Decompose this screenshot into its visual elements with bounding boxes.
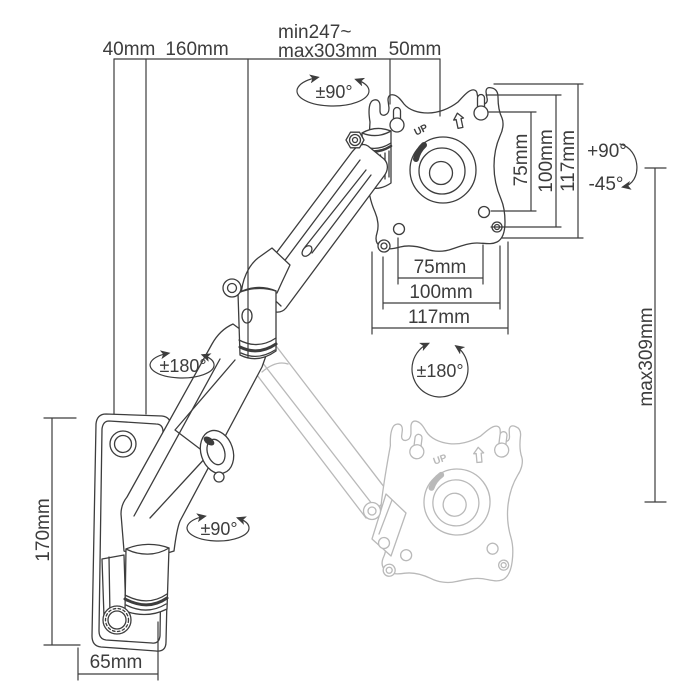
- rotate-elbow-arrow: [149, 350, 215, 379]
- label-160mm: 160mm: [165, 39, 228, 60]
- label-vesa117-v: 117mm: [558, 130, 579, 192]
- label-65mm: 65mm: [90, 652, 143, 673]
- label-rotate-plate: ±180°: [416, 361, 463, 381]
- ghost-plate-joint: [362, 493, 407, 557]
- ghost-lowered-position: [243, 337, 529, 591]
- label-max303: max303mm: [278, 41, 377, 62]
- swivel-top-arrow: [296, 74, 370, 107]
- label-tilt-up: +90°: [587, 141, 627, 162]
- vesa-horizontal-dimensions: [371, 237, 509, 335]
- lower-arm: [120, 323, 269, 557]
- elbow-shroud: [240, 247, 291, 297]
- label-vesa75-h: 75mm: [414, 257, 467, 278]
- label-vesa75-v: 75mm: [511, 134, 532, 187]
- ghost-gas-spring-arm: [243, 337, 392, 519]
- label-40mm: 40mm: [103, 39, 156, 60]
- label-vesa100-h: 100mm: [409, 282, 472, 303]
- dimension-annotations: [43, 58, 667, 681]
- base-swivel-collar: [101, 543, 170, 635]
- label-tilt-down: -45°: [588, 174, 623, 195]
- label-170mm: 170mm: [33, 498, 54, 561]
- label-rotate-elbow: ±180°: [159, 356, 206, 376]
- label-vesa117-h: 117mm: [408, 307, 470, 328]
- wall-plate-dimensions: [43, 417, 159, 681]
- label-50mm: 50mm: [389, 39, 442, 60]
- tilt-arrow: [619, 143, 638, 190]
- labels: 40mm 160mm min247~ max303mm 50mm ±90° 75…: [33, 22, 657, 673]
- label-max309: max309mm: [636, 307, 657, 406]
- mount-arm-artwork: [91, 88, 505, 652]
- vesa-vertical-dimensions: [485, 83, 584, 239]
- vesa-joint-bolt: [345, 131, 365, 149]
- ghost-vesa-plate: [373, 411, 529, 591]
- height-dimension: [644, 167, 667, 503]
- label-swivel-base: ±90°: [200, 519, 237, 539]
- label-swivel-top: ±90°: [315, 82, 352, 102]
- rotate-plate-arrow: [411, 342, 469, 398]
- label-vesa100-v: 100mm: [536, 129, 557, 192]
- label-min247: min247~: [278, 22, 351, 43]
- top-dimension-chain: [113, 58, 441, 415]
- swivel-base-arrow: [186, 513, 250, 542]
